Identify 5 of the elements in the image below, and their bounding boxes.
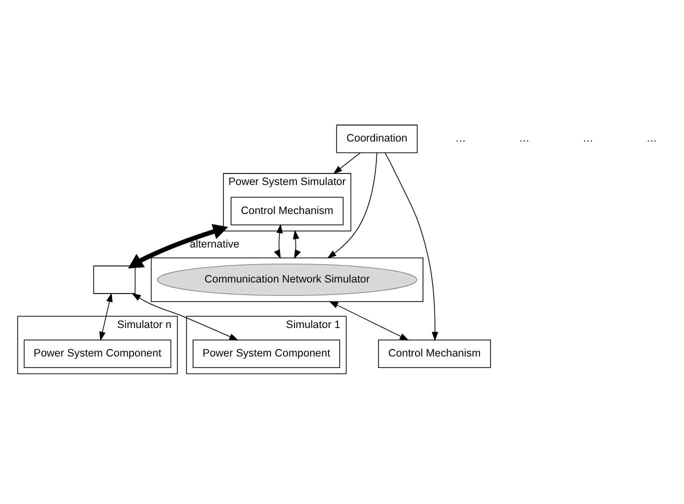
label: … — [455, 132, 466, 144]
label: … — [518, 132, 530, 144]
label: … — [582, 132, 594, 144]
label: … — [646, 132, 658, 144]
edge-label: alternative — [190, 238, 240, 250]
